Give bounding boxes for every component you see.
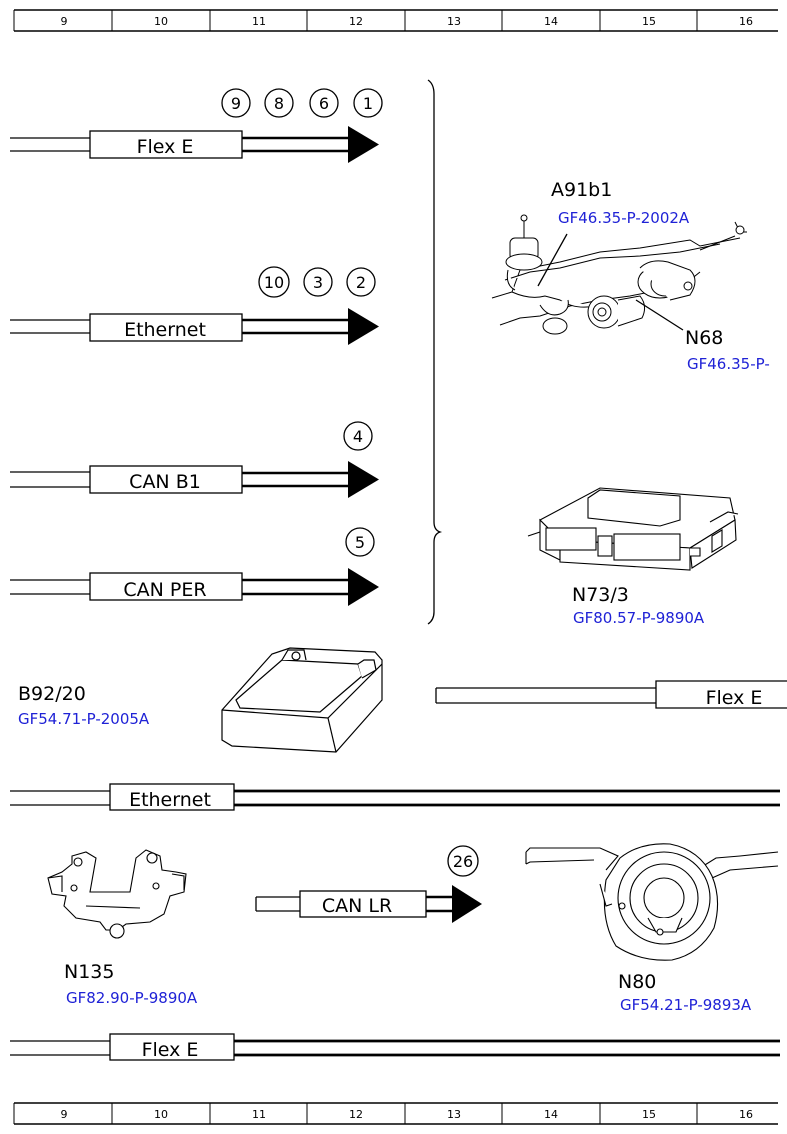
ruler-col: 16 xyxy=(739,15,753,28)
bus-label: CAN B1 xyxy=(129,471,201,493)
ruler-top: 9 10 11 12 13 14 15 16 xyxy=(13,9,778,32)
connector-number: 3 xyxy=(313,273,323,292)
bus-flex-e-top: Flex E 9 8 6 1 xyxy=(10,88,383,163)
arrow-head xyxy=(348,308,379,345)
ruler-col: 14 xyxy=(544,1108,558,1121)
connector-number: 26 xyxy=(453,852,473,871)
bus-can-per: CAN PER 5 xyxy=(10,527,379,606)
bus-label: Flex E xyxy=(706,687,763,709)
ruler-col: 16 xyxy=(739,1108,753,1121)
group-brace xyxy=(427,79,443,625)
n73-3-code: GF80.57-P-9890A xyxy=(573,609,705,627)
bus-label: CAN PER xyxy=(123,579,206,601)
n135-code: GF82.90-P-9890A xyxy=(66,989,198,1007)
n80-module-drawing xyxy=(525,843,779,961)
bus-label: Ethernet xyxy=(129,789,211,811)
ruler-col: 15 xyxy=(642,1108,656,1121)
connector-number: 9 xyxy=(231,94,241,113)
connector-number: 2 xyxy=(356,273,366,292)
bus-label: Flex E xyxy=(137,136,194,158)
n80-code: GF54.21-P-9893A xyxy=(620,996,752,1014)
ruler-col: 11 xyxy=(252,15,266,28)
bus-flex-e-right: Flex E xyxy=(435,680,787,709)
ruler-col: 13 xyxy=(447,15,461,28)
n135-label: N135 xyxy=(64,961,114,983)
bus-ethernet-mid: Ethernet xyxy=(10,783,780,811)
bus-label: Ethernet xyxy=(124,319,206,341)
ruler-col: 12 xyxy=(349,15,363,28)
connector-number: 1 xyxy=(363,94,373,113)
arrow-head xyxy=(348,461,379,498)
a91b1-code: GF46.35-P-2002A xyxy=(558,209,690,227)
connector-number: 8 xyxy=(274,94,284,113)
bus-can-lr: CAN LR 26 xyxy=(255,845,482,923)
connector-number: 10 xyxy=(264,273,284,292)
bus-label: CAN LR xyxy=(322,895,392,917)
ruler-col: 15 xyxy=(642,15,656,28)
ruler-col: 12 xyxy=(349,1108,363,1121)
ruler-col: 11 xyxy=(252,1108,266,1121)
bus-can-b1: CAN B1 4 xyxy=(10,421,379,498)
ruler-col: 10 xyxy=(154,1108,168,1121)
bus-flex-e-bottom: Flex E xyxy=(10,1033,780,1061)
a91b1-label: A91b1 xyxy=(551,179,612,201)
ruler-col: 13 xyxy=(447,1108,461,1121)
connector-number: 5 xyxy=(355,533,365,552)
n68-label: N68 xyxy=(685,327,723,349)
bus-label: Flex E xyxy=(142,1039,199,1061)
connector-number: 6 xyxy=(319,94,329,113)
ruler-bottom: 9 10 11 12 13 14 15 16 xyxy=(13,1102,778,1125)
a91b1-n68-drawing xyxy=(491,214,747,335)
ruler-col: 9 xyxy=(61,1108,68,1121)
n80-label: N80 xyxy=(618,971,656,993)
ruler-col: 9 xyxy=(61,15,68,28)
n73-3-label: N73/3 xyxy=(572,584,629,606)
n135-bracket-drawing xyxy=(47,849,187,939)
ruler-col: 14 xyxy=(544,15,558,28)
arrow-head xyxy=(452,885,482,923)
b92-20-sensor-drawing xyxy=(221,647,383,753)
bus-ethernet-top: Ethernet 10 3 2 xyxy=(10,266,379,345)
connector-number: 4 xyxy=(353,427,363,446)
ruler-col: 10 xyxy=(154,15,168,28)
arrow-head xyxy=(348,126,379,163)
b92-20-label: B92/20 xyxy=(18,683,86,705)
b92-20-code: GF54.71-P-2005A xyxy=(18,710,150,728)
arrow-head xyxy=(348,568,379,606)
n68-code: GF46.35-P- xyxy=(687,355,770,373)
n73-3-module-drawing xyxy=(527,487,739,571)
